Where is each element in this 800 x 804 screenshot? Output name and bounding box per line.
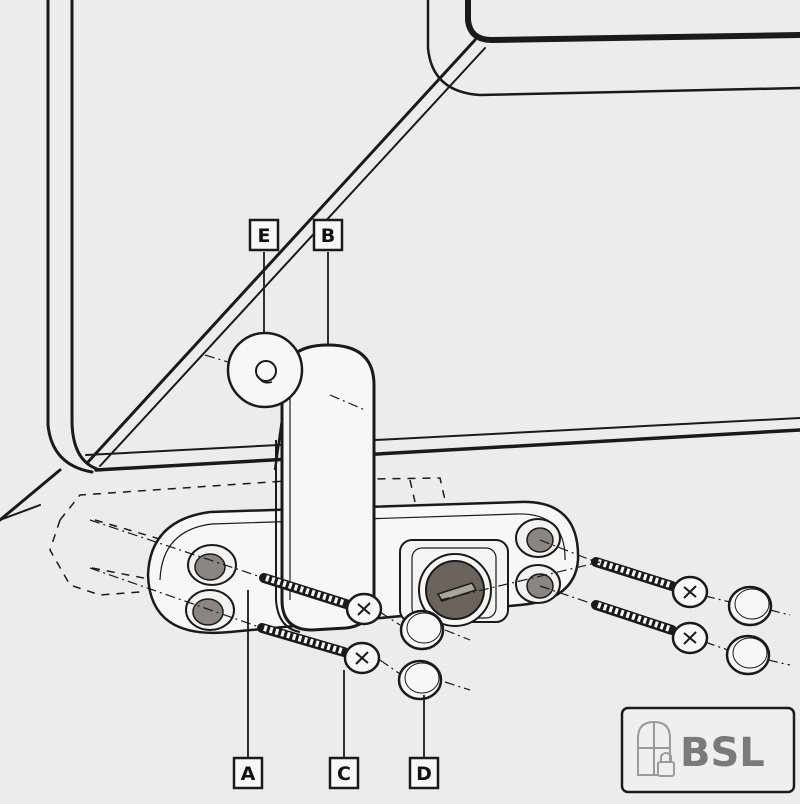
screw — [257, 623, 381, 675]
svg-text:C: C — [337, 763, 351, 785]
screw — [591, 600, 709, 655]
hidden-profile-lines — [49, 477, 446, 596]
part-label-A: A — [232, 756, 264, 790]
leader-lines — [247, 252, 425, 758]
window-frame — [0, 0, 800, 522]
screw-hole — [187, 544, 237, 586]
screw — [259, 573, 383, 626]
screw-cap — [399, 609, 445, 651]
part-label-E: E — [248, 218, 280, 252]
lock-cylinder — [399, 539, 509, 627]
part-label-B: B — [312, 218, 344, 252]
screw — [591, 557, 709, 609]
brand-logo: BSL — [620, 706, 796, 794]
screw-cap — [727, 585, 773, 627]
assembly-axes — [89, 354, 791, 691]
screw-hole — [515, 518, 561, 558]
svg-text:B: B — [321, 225, 335, 247]
spacer-washer — [226, 331, 304, 409]
part-label-D: D — [408, 756, 440, 790]
brand-name: BSL — [680, 730, 765, 776]
locking-arm — [273, 343, 376, 633]
svg-text:A: A — [241, 763, 256, 785]
part-label-C: C — [328, 756, 360, 790]
window-and-padlock-icon — [637, 720, 675, 777]
screw-cap — [725, 634, 771, 676]
svg-text:E: E — [258, 225, 271, 247]
screw-hole — [515, 564, 561, 604]
svg-text:D: D — [416, 763, 432, 785]
screw-cap — [397, 659, 443, 701]
